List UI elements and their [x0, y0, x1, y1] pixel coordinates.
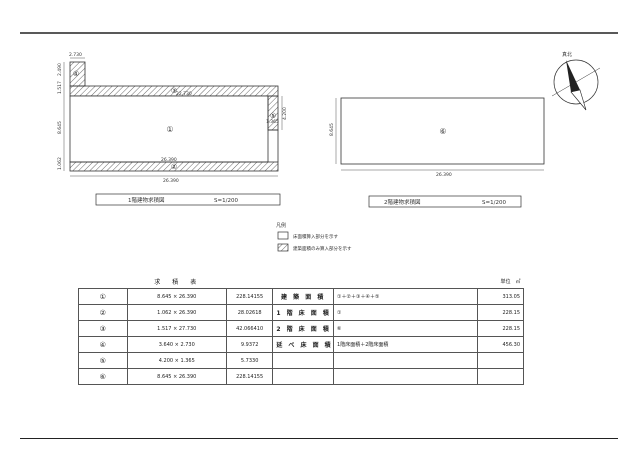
- row-category: 2 階 床 面 積: [272, 320, 335, 337]
- caption-1f-scale: S=1/200: [214, 198, 238, 204]
- row-total: [476, 368, 525, 385]
- caption-1f-title: 1階建物求積図: [128, 196, 165, 204]
- dim-left-mid: 1.517: [57, 81, 63, 94]
- legend-swatch-building: [277, 243, 289, 252]
- area-2: [69, 161, 279, 172]
- caption-box-2f: [368, 195, 522, 208]
- row-total: 313.05: [476, 288, 525, 305]
- row-category: [272, 368, 335, 385]
- row-value: 228.14155: [225, 368, 274, 385]
- label-area-5: ⑤: [270, 112, 276, 120]
- table-row: ⑥ 8.645 × 26.390 228.14155: [78, 368, 525, 385]
- row-no: ④: [78, 336, 128, 353]
- dim-left-main: 8.645: [57, 121, 63, 134]
- row-formula: [333, 352, 478, 369]
- row-calc: 1.517 × 27.730: [126, 320, 227, 337]
- dim-top-long: 22.730: [176, 91, 192, 97]
- row-formula: [333, 368, 478, 385]
- row-value: 42.066410: [225, 320, 274, 337]
- row-value: 9.9372: [225, 336, 274, 353]
- legend-item-building: 建築面積のみ算入部分を示す: [293, 245, 352, 252]
- area-1: [69, 95, 269, 163]
- caption-box-1f: [95, 193, 281, 206]
- dim-right-b: 4.200: [282, 107, 288, 120]
- north-arrow: 真北: [551, 51, 601, 111]
- dim-left-small: 2.490: [57, 63, 63, 76]
- row-calc: 4.200 × 1.365: [126, 352, 227, 369]
- row-formula: ①＋②＋③＋④＋⑤: [333, 288, 478, 305]
- label-area-6: ⑥: [439, 127, 446, 136]
- row-calc: 3.640 × 2.730: [126, 336, 227, 353]
- row-calc: 8.645 × 26.390: [126, 368, 227, 385]
- row-category: 1 階 床 面 積: [272, 304, 335, 321]
- row-no: ③: [78, 320, 128, 337]
- dim-right-a: 1.365: [266, 119, 279, 125]
- row-value: 228.14155: [225, 288, 274, 305]
- caption-2f-title: 2階建物求積図: [384, 198, 421, 206]
- row-formula: 1階床面積＋2階床面積: [333, 336, 478, 353]
- row-category: [272, 352, 335, 369]
- label-area-1: ①: [166, 125, 173, 134]
- table-unit: 単位 ㎡: [500, 278, 521, 285]
- dim-2f-bottom: 26.390: [436, 172, 452, 178]
- first-floor-plan: 2.730 2.490 1.517 8.645 1.062 22.730 26.…: [57, 52, 288, 184]
- row-formula: ⑥: [333, 320, 478, 337]
- row-value: 5.7330: [225, 352, 274, 369]
- area-table: 求 積 表 単位 ㎡ ① 8.645 × 26.390 228.14155 建 …: [78, 274, 525, 385]
- row-total: [476, 352, 525, 369]
- table-row: ④ 3.640 × 2.730 9.9372 延 べ 床 面 積 1階床面積＋2…: [78, 336, 525, 353]
- legend-swatch-floor: [277, 231, 289, 240]
- table-title: 求 積 表: [154, 278, 200, 286]
- row-no: ⑥: [78, 368, 128, 385]
- row-total: 456.30: [476, 336, 525, 353]
- row-total: 228.15: [476, 304, 525, 321]
- row-value: 28.02618: [225, 304, 274, 321]
- dim-left-bottom: 1.062: [57, 157, 63, 170]
- table-row: ③ 1.517 × 27.730 42.066410 2 階 床 面 積 ⑥ 2…: [78, 320, 525, 337]
- label-area-2: ②: [171, 163, 177, 171]
- row-no: ②: [78, 304, 128, 321]
- north-label: 真北: [562, 51, 572, 58]
- row-calc: 1.062 × 26.390: [126, 304, 227, 321]
- row-total: 228.15: [476, 320, 525, 337]
- dim-top-small: 2.730: [69, 52, 82, 58]
- table-header: 求 積 表 単位 ㎡: [79, 274, 524, 289]
- legend-title: 凡例: [276, 222, 286, 229]
- second-floor-plan: 8.645 26.390 ⑥: [329, 97, 545, 178]
- row-formula: ①: [333, 304, 478, 321]
- row-category: 建 築 面 積: [272, 288, 335, 305]
- legend-item-floor: 床面積算入部分を示す: [293, 233, 338, 240]
- dim-2f-left: 8.645: [329, 123, 335, 136]
- table-row: ① 8.645 × 26.390 228.14155 建 築 面 積 ①＋②＋③…: [78, 288, 525, 305]
- row-category: 延 べ 床 面 積: [272, 336, 335, 353]
- row-calc: 8.645 × 26.390: [126, 288, 227, 305]
- label-area-3: ③: [171, 87, 177, 95]
- table-row: ⑤ 4.200 × 1.365 5.7330: [78, 352, 525, 369]
- table-row: ② 1.062 × 26.390 28.02618 1 階 床 面 積 ① 22…: [78, 304, 525, 321]
- row-no: ⑤: [78, 352, 128, 369]
- area-6: [340, 97, 545, 165]
- bottom-border-line: [20, 438, 618, 439]
- dim-bottom: 26.390: [163, 178, 179, 184]
- row-no: ①: [78, 288, 128, 305]
- label-area-4: ④: [73, 70, 79, 78]
- dim-inner-bottom: 26.390: [161, 157, 177, 163]
- caption-2f-scale: S=1/200: [482, 200, 506, 206]
